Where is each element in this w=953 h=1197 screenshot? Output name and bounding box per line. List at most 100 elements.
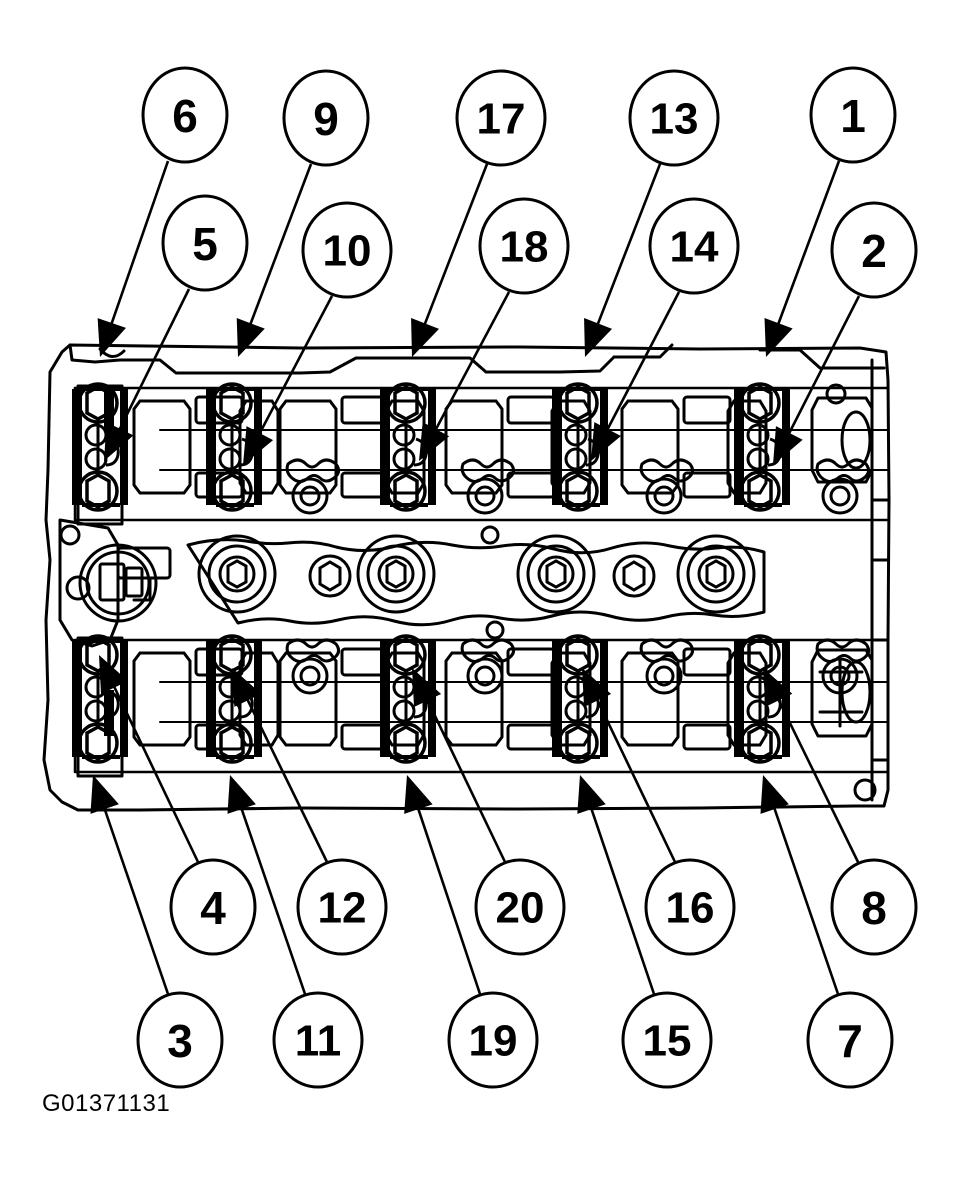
callout-label-15: 15: [643, 1017, 692, 1066]
leader-line-20: [423, 694, 507, 863]
callout-label-14: 14: [670, 223, 719, 272]
callout-7[interactable]: 7: [806, 991, 894, 1089]
leader-line-7: [771, 802, 840, 995]
callout-label-20: 20: [496, 884, 545, 933]
arrowhead-12: [232, 668, 262, 707]
callout-label-11: 11: [295, 1017, 342, 1066]
callout-label-3: 3: [167, 1015, 193, 1067]
callout-16[interactable]: 16: [644, 858, 736, 956]
callout-circle-11: [272, 991, 364, 1089]
head-top-rail: [118, 343, 886, 375]
leader-line-12: [244, 694, 329, 863]
leader-line-17: [421, 163, 489, 330]
callout-circle-12: [296, 858, 388, 956]
callout-5[interactable]: 5: [161, 194, 249, 292]
deck-bores: [59, 524, 505, 640]
callout-17[interactable]: 17: [455, 69, 547, 167]
callout-13[interactable]: 13: [628, 69, 720, 167]
arrowhead-13: [584, 318, 613, 357]
callout-circle-8: [830, 858, 918, 956]
callout-15[interactable]: 15: [621, 991, 713, 1089]
right-outer-wall: [825, 358, 890, 802]
callout-label-1: 1: [840, 90, 866, 142]
callout-circle-14: [648, 197, 740, 295]
callout-label-6: 6: [172, 90, 198, 142]
leader-line-14: [603, 291, 681, 435]
callout-8[interactable]: 8: [830, 858, 918, 956]
arrowhead-8: [763, 668, 793, 707]
callout-11[interactable]: 11: [272, 991, 364, 1089]
leader-line-9: [247, 163, 313, 330]
arrowhead-11: [227, 775, 256, 814]
callout-6[interactable]: 6: [141, 66, 229, 164]
callout-circle-3: [136, 991, 224, 1089]
callout-label-5: 5: [192, 218, 218, 270]
leader-line-2: [785, 295, 861, 439]
callout-label-13: 13: [650, 95, 699, 144]
callout-circle-15: [621, 991, 713, 1089]
callout-label-19: 19: [469, 1017, 518, 1066]
leader-line-16: [593, 694, 677, 863]
leader-lines: [101, 160, 861, 995]
callout-14[interactable]: 14: [648, 197, 740, 295]
arrowhead-14: [591, 422, 621, 461]
callout-20[interactable]: 20: [474, 858, 566, 956]
callout-label-18: 18: [500, 223, 549, 272]
callout-label-16: 16: [666, 884, 715, 933]
callout-circle-4: [169, 858, 257, 956]
leader-line-4: [110, 681, 200, 863]
arrowhead-5: [104, 422, 134, 461]
callout-9[interactable]: 9: [282, 69, 370, 167]
leader-line-1: [775, 160, 841, 330]
leader-line-19: [415, 803, 482, 995]
arrowhead-18: [419, 422, 450, 461]
callout-1[interactable]: 1: [809, 66, 897, 164]
callout-10[interactable]: 10: [301, 201, 393, 299]
callout-label-4: 4: [200, 882, 226, 934]
callout-label-2: 2: [861, 225, 887, 277]
arrowhead-17: [411, 318, 440, 357]
leader-line-5: [116, 288, 191, 435]
arrowheads: [90, 318, 803, 814]
callout-circle-1: [809, 66, 897, 164]
leader-line-10: [255, 295, 334, 440]
callout-4[interactable]: 4: [169, 858, 257, 956]
callout-circle-19: [447, 991, 539, 1089]
spark-plug-wells: [197, 534, 756, 614]
leader-line-3: [101, 802, 170, 995]
callout-18[interactable]: 18: [478, 197, 570, 295]
callout-circle-7: [806, 991, 894, 1089]
arrowhead-4: [99, 655, 129, 694]
leader-line-8: [775, 694, 860, 863]
leader-line-11: [238, 802, 307, 995]
callout-3[interactable]: 3: [136, 991, 224, 1089]
arrowhead-19: [404, 775, 433, 814]
callout-2[interactable]: 2: [830, 201, 918, 299]
leader-line-15: [588, 803, 656, 995]
arrowhead-9: [236, 318, 265, 357]
arrowhead-16: [582, 668, 612, 707]
callout-circle-6: [141, 66, 229, 164]
callout-label-17: 17: [477, 95, 526, 144]
arrowhead-7: [760, 775, 789, 814]
arrowhead-15: [577, 775, 606, 814]
arrowhead-1: [764, 318, 793, 357]
callout-circle-5: [161, 194, 249, 292]
callout-label-7: 7: [837, 1015, 863, 1067]
callout-circle-10: [301, 201, 393, 299]
arrowhead-10: [243, 426, 274, 465]
callout-circle-18: [478, 197, 570, 295]
callout-circle-20: [474, 858, 566, 956]
leader-line-6: [108, 160, 170, 330]
callout-12[interactable]: 12: [296, 858, 388, 956]
leader-line-18: [431, 291, 511, 436]
figure-caption-id: G01371131: [42, 1090, 171, 1117]
callout-circle-16: [644, 858, 736, 956]
callout-19[interactable]: 19: [447, 991, 539, 1089]
arrowhead-3: [90, 775, 119, 814]
arrowhead-2: [773, 426, 803, 465]
